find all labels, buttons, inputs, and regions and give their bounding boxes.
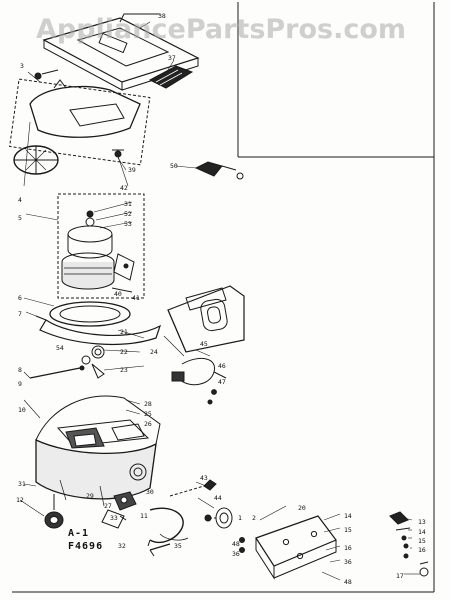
motor-assembly-part — [57, 193, 145, 299]
callout-23: 23 — [120, 366, 128, 374]
callout-32: 32 — [118, 542, 126, 550]
leader-lines — [19, 21, 420, 581]
callout-42: 42 — [120, 184, 128, 192]
callout-48: 48 — [232, 540, 240, 548]
axle-rod-part — [149, 543, 171, 557]
callout-38: 38 — [158, 12, 166, 20]
retainer-clip-part — [169, 479, 233, 529]
callout-8: 8 — [18, 366, 22, 374]
callout-17: 17 — [396, 572, 404, 580]
callout-37: 37 — [168, 54, 176, 62]
callout-53: 53 — [124, 220, 132, 228]
callout-36: 36 — [232, 550, 240, 558]
wheel-part — [44, 494, 64, 529]
top-cover-part — [42, 13, 200, 91]
callout-numbers: 38 37 3 39 42 50 4 5 31 52 53 40 41 6 7 … — [16, 12, 426, 586]
callout-52: 52 — [124, 210, 132, 218]
callout-45: 45 — [200, 340, 208, 348]
callout-48b: 48 — [344, 578, 352, 586]
callout-3: 3 — [20, 62, 24, 70]
switch-parts — [389, 511, 429, 577]
callout-50: 50 — [170, 162, 178, 170]
callout-15b: 15 — [418, 537, 426, 545]
callout-21: 21 — [120, 328, 128, 336]
callout-47: 47 — [218, 378, 226, 386]
drawing-number: F4696 — [68, 541, 104, 552]
callout-29: 29 — [86, 492, 94, 500]
callout-5: 5 — [18, 214, 22, 222]
carry-bail-part — [147, 507, 189, 547]
callout-15: 15 — [344, 526, 352, 534]
callout-41: 41 — [132, 294, 140, 302]
filter-bag-part — [167, 285, 245, 353]
callout-14b: 14 — [418, 528, 426, 536]
latch-rod-part — [29, 365, 85, 379]
callout-27: 27 — [104, 502, 112, 510]
callout-11: 11 — [140, 512, 148, 520]
callout-33: 33 — [110, 514, 118, 522]
diagram-border — [12, 2, 435, 593]
callout-7: 7 — [18, 310, 22, 318]
callout-9: 9 — [18, 380, 22, 388]
callout-16: 16 — [344, 544, 352, 552]
callout-22: 22 — [120, 348, 128, 356]
small-clip-part — [112, 149, 124, 158]
callout-54: 54 — [56, 344, 64, 352]
callout-35: 35 — [174, 542, 182, 550]
callout-39: 39 — [128, 166, 136, 174]
callout-1: 1 — [238, 514, 242, 522]
view-label: A-1 — [68, 528, 90, 539]
callout-46: 46 — [218, 362, 226, 370]
callout-12: 12 — [16, 496, 24, 504]
callout-6: 6 — [18, 294, 22, 302]
canister-body-part — [35, 395, 161, 507]
motor-hood-part — [9, 69, 151, 166]
callout-14: 14 — [344, 512, 352, 520]
gasket-ring-part — [49, 301, 131, 327]
callout-16b: 16 — [418, 546, 426, 554]
callout-13: 13 — [418, 518, 426, 526]
callout-25: 25 — [144, 410, 152, 418]
cord-clamp-part — [194, 161, 244, 180]
mounting-bracket-part — [239, 515, 337, 580]
callout-30: 30 — [146, 488, 154, 496]
callout-10: 10 — [18, 406, 26, 414]
callout-28: 28 — [144, 400, 152, 408]
handle-grip-part — [148, 65, 194, 89]
callout-44: 44 — [214, 494, 222, 502]
callout-2: 2 — [252, 514, 256, 522]
callout-24: 24 — [150, 348, 158, 356]
callout-31: 31 — [124, 200, 132, 208]
power-cord-part — [171, 357, 227, 405]
callout-43: 43 — [200, 474, 208, 482]
callout-40: 40 — [114, 290, 122, 298]
callout-36b: 36 — [344, 558, 352, 566]
callout-20: 20 — [298, 504, 306, 512]
fastener-parts — [81, 345, 105, 379]
callout-31b: 31 — [18, 480, 26, 488]
latch-assembly-part — [101, 491, 137, 529]
callout-4: 4 — [18, 196, 22, 204]
callout-26: 26 — [144, 420, 152, 428]
filter-disc-part — [13, 145, 59, 175]
